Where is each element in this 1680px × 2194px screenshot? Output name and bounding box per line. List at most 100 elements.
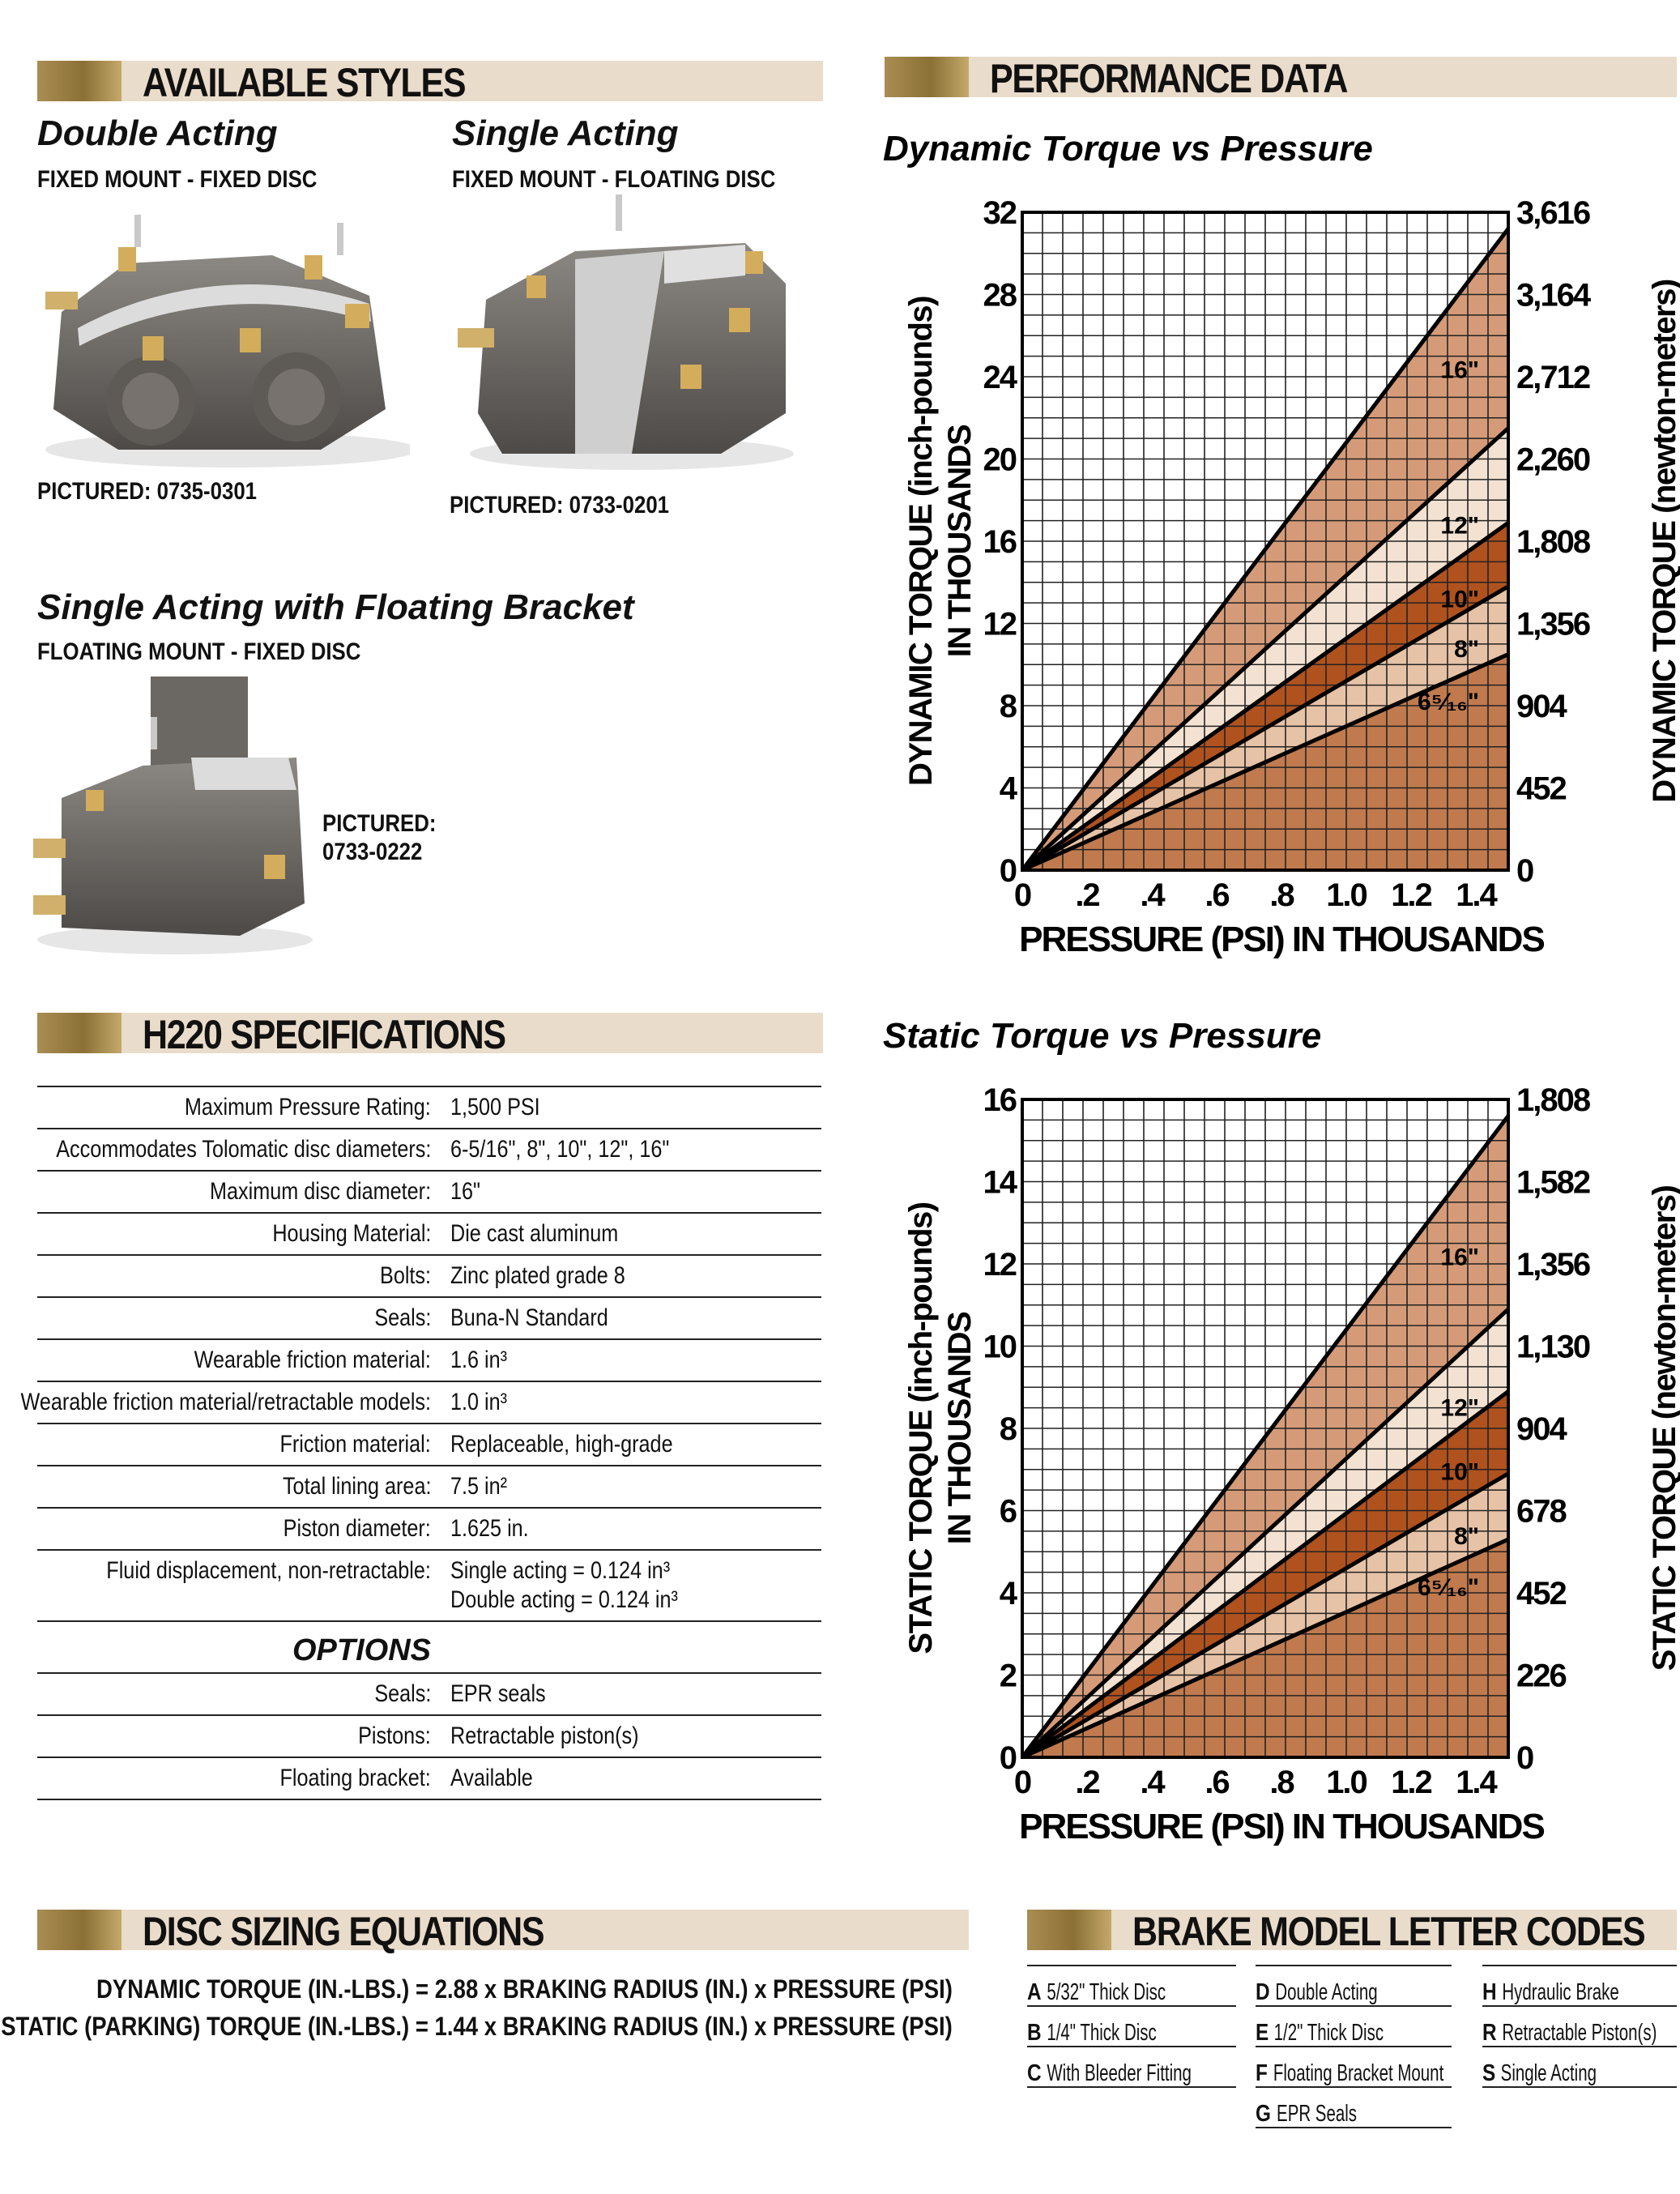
static-torque-equation: STATIC (PARKING) TORQUE (IN.-LBS.) = 1.4… xyxy=(1,2012,953,2041)
double-acting-subtitle: FIXED MOUNT - FIXED DISC xyxy=(37,166,318,193)
series-label: 6⁵⁄₁₆" xyxy=(1418,689,1479,715)
spec-row: Friction material:Replaceable, high-grad… xyxy=(37,1423,821,1465)
code-letter: S xyxy=(1482,2060,1496,2086)
series-line xyxy=(1021,1537,1510,1760)
code-letter: C xyxy=(1027,2060,1042,2086)
y2-tick-label: 0 xyxy=(1516,853,1533,889)
y-axis-label-units: IN THOUSANDS xyxy=(942,425,978,657)
y2-tick-label: 904 xyxy=(1516,689,1567,724)
plot-frame xyxy=(1021,211,1510,872)
code-letter: E xyxy=(1256,2020,1269,2046)
disc-sizing-header: DISC SIZING EQUATIONS xyxy=(37,1909,969,1954)
spec-key: Friction material: xyxy=(279,1431,431,1458)
spec-key: Housing Material: xyxy=(271,1220,431,1247)
spec-row: Maximum Pressure Rating:1,500 PSI xyxy=(37,1086,821,1128)
floating-bracket-subtitle: FLOATING MOUNT - FIXED DISC xyxy=(37,638,361,665)
performance-data-title: PERFORMANCE DATA xyxy=(990,56,1348,101)
disc-sizing-title: DISC SIZING EQUATIONS xyxy=(143,1909,545,1954)
header-swatch xyxy=(1027,1910,1111,1950)
spec-row-fluid-displacement: Fluid displacement, non-retractable: Sin… xyxy=(37,1549,821,1620)
x-tick-label: .2 xyxy=(1075,1765,1099,1800)
static-torque-chart: Static Torque vs Pressure6⁵⁄₁₆"8"10"12"1… xyxy=(883,1016,1680,1846)
x-tick-label: .4 xyxy=(1140,877,1166,913)
spec-key: Maximum Pressure Rating: xyxy=(185,1094,431,1120)
code-text: With Bleeder Fitting xyxy=(1047,2060,1192,2086)
chart-title: Static Torque vs Pressure xyxy=(883,1016,1321,1056)
floating-bracket-caliper-image xyxy=(33,677,313,954)
specifications-header: H220 SPECIFICATIONS xyxy=(37,1012,823,1057)
y2-tick-label: 3,616 xyxy=(1516,195,1590,231)
spec-value-single: Single acting = 0.124 in³ xyxy=(450,1557,671,1584)
specifications-table: Maximum Pressure Rating:1,500 PSI Accomm… xyxy=(20,1086,821,1800)
options-heading: OPTIONS xyxy=(292,1633,431,1667)
spec-value: 6-5/16", 8", 10", 12", 16" xyxy=(450,1136,670,1163)
available-styles-header: AVAILABLE STYLES xyxy=(37,61,823,105)
spec-value-double: Double acting = 0.124 in³ xyxy=(450,1586,678,1613)
option-value: EPR seals xyxy=(450,1680,546,1707)
spec-key: Accommodates Tolomatic disc diameters: xyxy=(55,1136,431,1163)
performance-data-header: PERFORMANCE DATA xyxy=(885,56,1677,101)
option-value: Available xyxy=(450,1765,533,1791)
spec-key: Seals: xyxy=(373,1304,431,1331)
floating-pictured-number: 0733-0222 xyxy=(322,839,423,865)
code-letter: G xyxy=(1256,2101,1271,2127)
y-tick-label: 28 xyxy=(983,278,1017,314)
floating-pictured-label: PICTURED: xyxy=(322,810,437,837)
y-tick-label: 6 xyxy=(1000,1494,1017,1530)
spec-key: Maximum disc diameter: xyxy=(209,1178,431,1205)
y2-tick-label: 1,130 xyxy=(1516,1330,1590,1365)
code-text: Hydraulic Brake xyxy=(1502,1979,1619,2005)
spec-row: Total lining area:7.5 in² xyxy=(37,1465,821,1507)
code-text: Single Acting xyxy=(1500,2060,1597,2086)
y-tick-label: 4 xyxy=(1000,771,1018,807)
code-letter: B xyxy=(1027,2020,1042,2046)
y2-tick-label: 0 xyxy=(1516,1740,1533,1776)
available-styles-title: AVAILABLE STYLES xyxy=(143,60,467,105)
plot-frame xyxy=(1021,1098,1510,1759)
spec-row: Wearable friction material:1.6 in³ xyxy=(37,1338,821,1381)
option-key: Seals: xyxy=(373,1680,431,1707)
series-label: 8" xyxy=(1454,636,1479,663)
series-label: 12" xyxy=(1440,512,1479,539)
spec-row: Housing Material:Die cast aluminum xyxy=(37,1212,821,1254)
series-line xyxy=(1021,584,1510,873)
x-tick-label: 1.0 xyxy=(1326,1765,1367,1800)
spec-row: Piston diameter:1.625 in. xyxy=(37,1507,821,1549)
y2-tick-label: 2,260 xyxy=(1516,442,1590,478)
series-label: 16" xyxy=(1440,356,1479,383)
options-heading-row: OPTIONS xyxy=(37,1620,821,1672)
x-tick-label: 1.4 xyxy=(1456,1765,1498,1800)
y-tick-label: 8 xyxy=(1000,689,1017,724)
spec-value: 1.0 in³ xyxy=(450,1389,508,1415)
series-line xyxy=(1021,1114,1510,1759)
y-tick-label: 0 xyxy=(1000,1740,1017,1776)
y-tick-label: 16 xyxy=(983,524,1017,560)
series-label: 10" xyxy=(1440,1459,1479,1486)
header-swatch xyxy=(37,61,122,101)
code-text: EPR Seals xyxy=(1276,2101,1357,2127)
x-tick-label: 1.2 xyxy=(1391,1765,1431,1800)
y-tick-label: 32 xyxy=(983,195,1017,231)
double-acting-caliper-image xyxy=(45,215,410,467)
x-tick-label: .4 xyxy=(1140,1765,1166,1800)
option-row: Seals: EPR seals xyxy=(37,1672,821,1714)
y-tick-label: 12 xyxy=(983,1247,1017,1283)
spec-value: Zinc plated grade 8 xyxy=(450,1262,625,1289)
x-tick-label: .8 xyxy=(1269,1765,1294,1800)
x-tick-label: .2 xyxy=(1075,877,1099,913)
letter-codes-header: BRAKE MODEL LETTER CODES xyxy=(1027,1910,1677,1953)
series-line xyxy=(1021,1471,1510,1760)
series-label: 10" xyxy=(1440,587,1479,613)
single-acting-title: Single Acting xyxy=(452,113,679,153)
option-value: Retractable piston(s) xyxy=(450,1722,639,1749)
y2-tick-label: 1,356 xyxy=(1516,607,1590,642)
specifications-title: H220 SPECIFICATIONS xyxy=(143,1012,506,1057)
